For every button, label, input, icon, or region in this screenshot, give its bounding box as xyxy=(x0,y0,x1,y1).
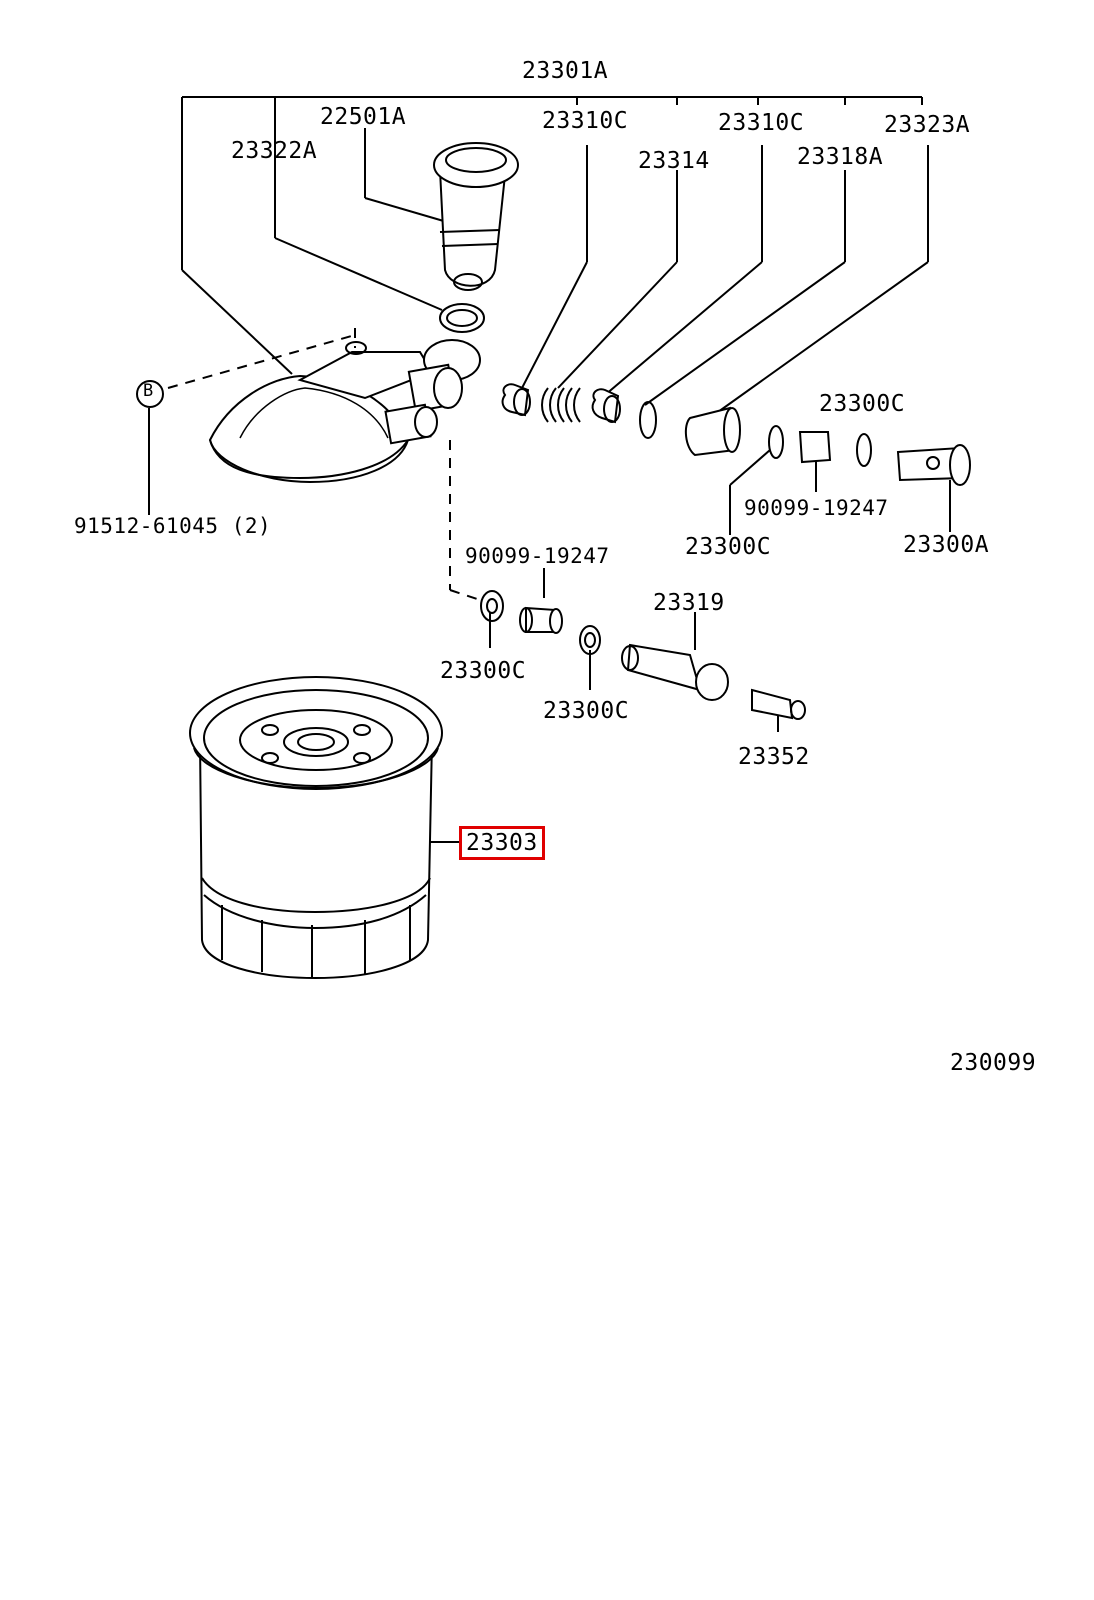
reference-b-circle xyxy=(136,380,164,408)
relief-valve-plug-drawing xyxy=(433,142,519,291)
reference-b-letter: B xyxy=(143,381,154,401)
label-23300c-top: 23300C xyxy=(819,391,906,417)
oil-filter-drawing xyxy=(189,676,443,980)
label-90099-19247-left: 90099-19247 xyxy=(465,544,610,568)
label-23352: 23352 xyxy=(738,744,810,770)
diagram-code: 230099 xyxy=(950,1050,1037,1076)
o-ring-23322a xyxy=(439,303,485,333)
label-90099-19247-right: 90099-19247 xyxy=(744,496,889,520)
label-23323a: 23323A xyxy=(884,112,971,138)
label-assembly-23301a: 23301A xyxy=(522,58,609,84)
filter-bracket-drawing xyxy=(208,339,481,484)
leader-lines xyxy=(148,128,951,843)
label-23300a: 23300A xyxy=(903,532,990,558)
label-23314: 23314 xyxy=(638,148,710,174)
label-22501a: 22501A xyxy=(320,104,407,130)
valve-parts-row xyxy=(501,383,971,486)
dashed-reference-lines xyxy=(167,328,481,601)
label-23318a: 23318A xyxy=(797,144,884,170)
label-23322a: 23322A xyxy=(231,138,318,164)
label-23303-highlighted: 23303 xyxy=(459,826,545,860)
label-23310c-second: 23310C xyxy=(718,110,805,136)
assembly-bracket xyxy=(181,96,923,375)
label-91512-61045: 91512-61045 (2) xyxy=(74,514,272,538)
lower-parts-row xyxy=(480,590,806,720)
label-23310c-first: 23310C xyxy=(542,108,629,134)
label-23300c-low-left: 23300C xyxy=(440,658,527,684)
label-23300c-mid: 23300C xyxy=(685,534,772,560)
label-23300c-low-right: 23300C xyxy=(543,698,630,724)
label-23319: 23319 xyxy=(653,590,725,616)
